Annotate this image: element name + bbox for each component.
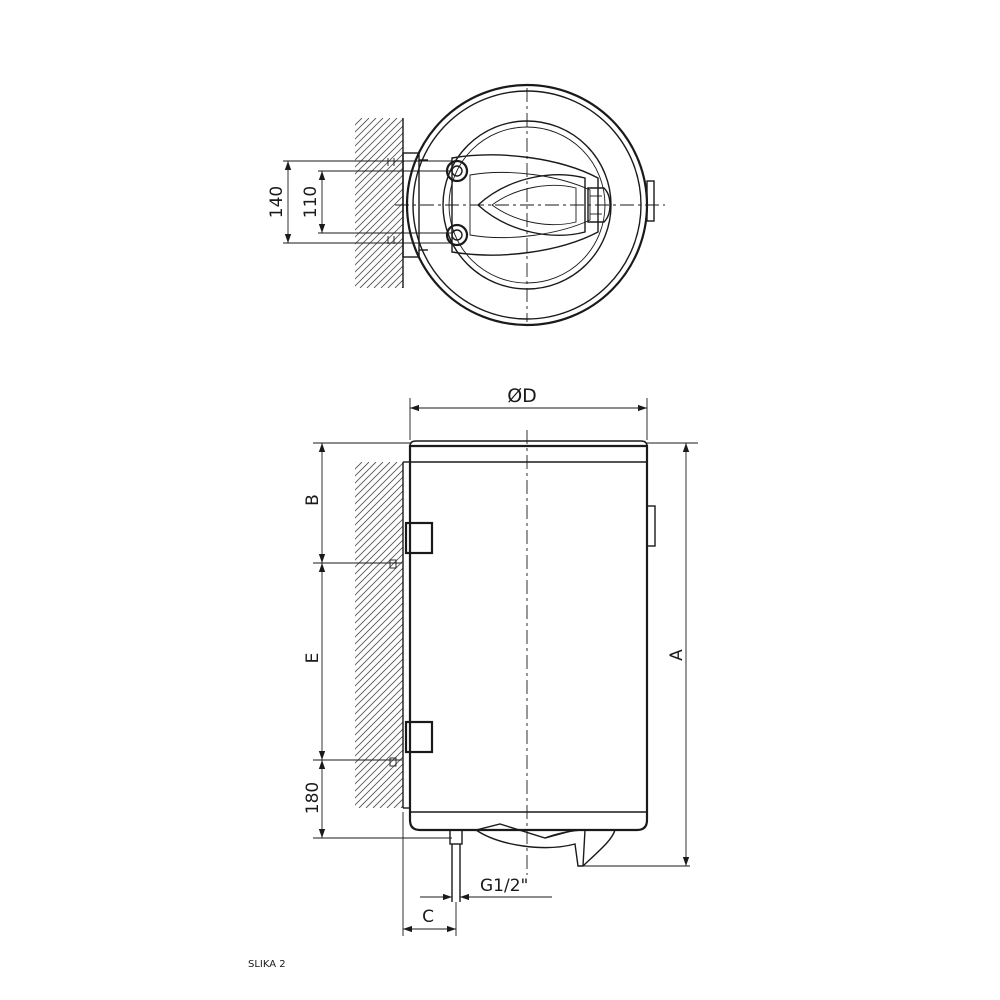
lower-bracket-side <box>389 720 434 767</box>
side-view: ØD A B E 180 C G1/2" <box>303 385 698 936</box>
bottom-connections-side <box>449 823 690 902</box>
upper-bracket-side <box>389 521 434 569</box>
wall-hatch-side <box>355 462 403 808</box>
dim-C-label: C <box>422 907 434 927</box>
figure-caption: SLIKA 2 <box>248 959 286 970</box>
top-view: 140 110 <box>267 83 665 327</box>
dim-diameter-label: ØD <box>507 385 537 407</box>
tank-side-outline <box>402 440 656 832</box>
outlet-connection-top <box>445 223 469 247</box>
dim-B-label: B <box>303 494 323 506</box>
dim-thread-label: G1/2" <box>480 876 528 896</box>
dim-A-label: A <box>667 649 687 661</box>
dim-140-label: 140 <box>267 186 287 218</box>
dim-E-label: E <box>303 653 323 664</box>
dim-110-label: 110 <box>301 186 321 218</box>
dim-180-label: 180 <box>303 782 323 814</box>
